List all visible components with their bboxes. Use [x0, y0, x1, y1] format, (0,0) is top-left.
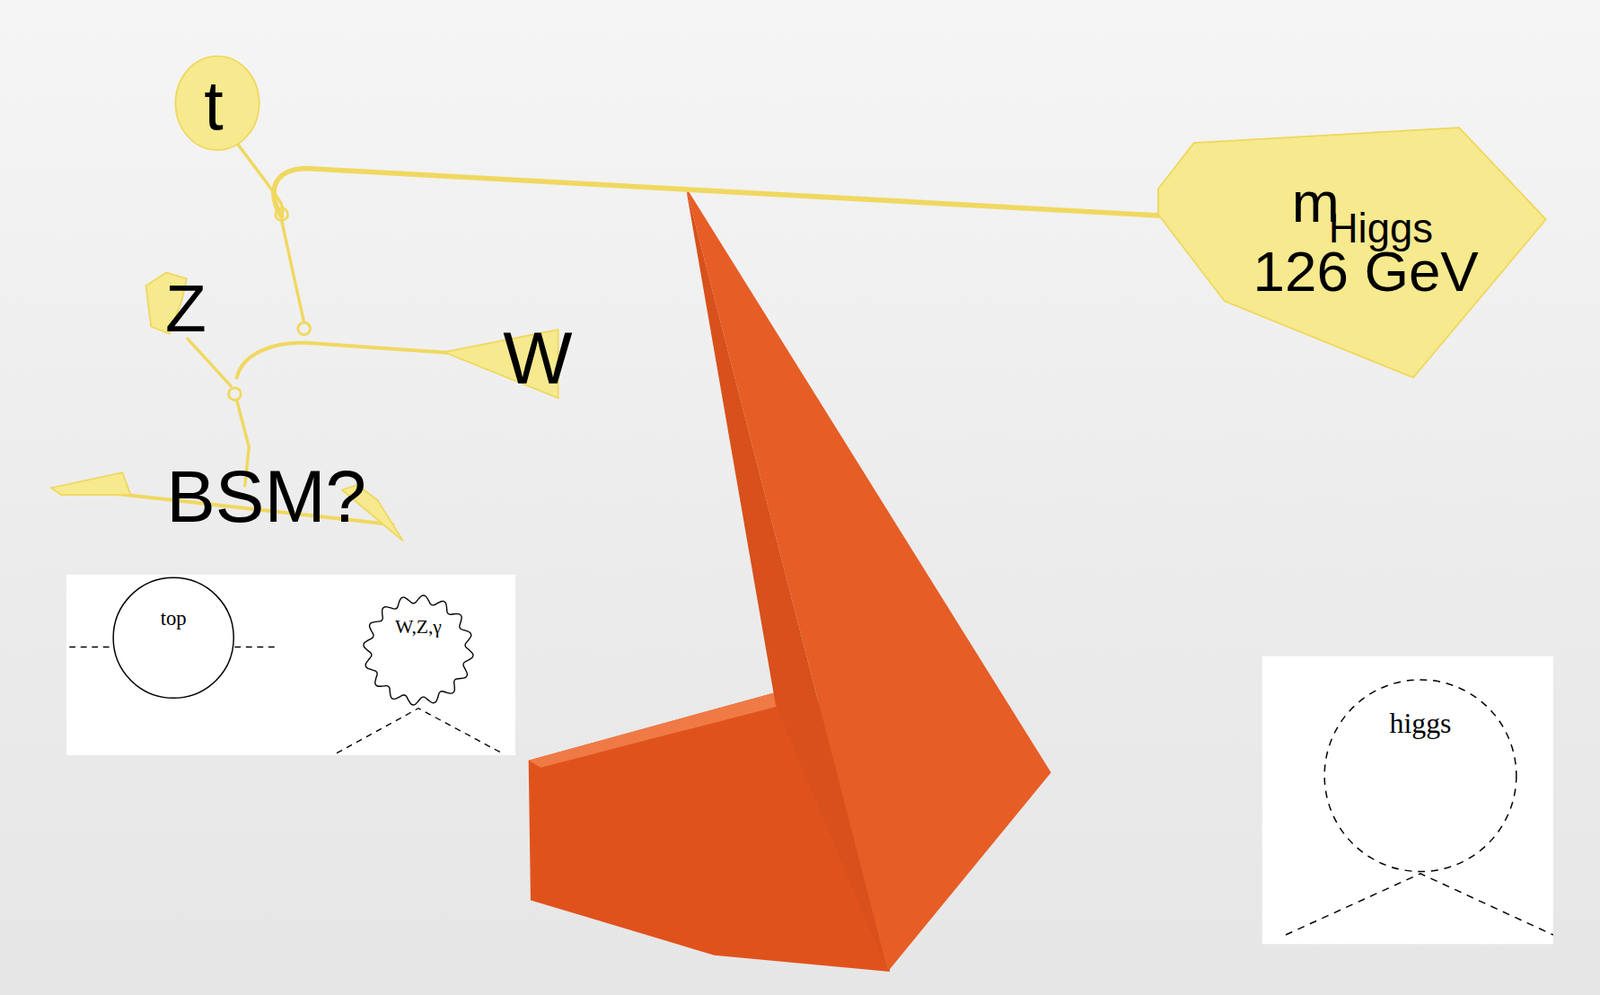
bsm-plates: BSM? — [51, 454, 409, 552]
particle-label: 126 GeV — [1253, 242, 1479, 300]
wire-ring — [275, 208, 289, 221]
t-disc: t — [175, 56, 259, 151]
particle-label: BSM? — [166, 458, 367, 533]
top-loop: top — [112, 576, 235, 699]
node-outline — [361, 593, 475, 706]
higgs-loop: higgs — [1323, 678, 1518, 873]
plate-shape — [175, 56, 259, 151]
w-plate: W — [443, 321, 577, 404]
diagram-label: top — [112, 606, 235, 628]
loop-shape — [363, 595, 474, 705]
scalar-line — [336, 708, 502, 754]
main-arm — [273, 168, 1174, 217]
stand-blade-shade — [685, 186, 888, 972]
zw-arm — [237, 342, 455, 379]
higgs-plate: mHiggs126 GeV — [1152, 122, 1551, 383]
inset-box — [1262, 656, 1554, 944]
inset-right — [1262, 656, 1554, 944]
particle-label: Z — [165, 274, 207, 343]
scalar-line — [1285, 873, 1554, 935]
inset-box — [66, 574, 516, 756]
node-outline — [112, 576, 235, 699]
z-stem — [187, 338, 231, 386]
scalar-line — [234, 646, 278, 648]
scalar-line — [69, 646, 113, 648]
particle-label: t — [203, 70, 223, 140]
node-outline — [1323, 678, 1518, 873]
plate-shape — [1158, 127, 1547, 378]
plate-shape — [51, 472, 132, 495]
loop-shape — [113, 577, 234, 698]
t-stem — [237, 142, 283, 217]
z-plate: Z — [140, 270, 213, 343]
diagram-label: W,Z,γ — [361, 615, 475, 636]
diagram-label: higgs — [1323, 709, 1518, 739]
stand — [528, 186, 1052, 972]
inset-left — [66, 574, 516, 756]
wire-ring — [298, 322, 311, 335]
hanging-wire — [281, 219, 305, 323]
stand-blade — [685, 186, 1052, 972]
particle-label: W — [502, 321, 572, 396]
stand-base-edge — [528, 692, 786, 768]
wire-ring — [228, 387, 242, 401]
gauge-loop: W,Z,γ — [361, 593, 475, 706]
